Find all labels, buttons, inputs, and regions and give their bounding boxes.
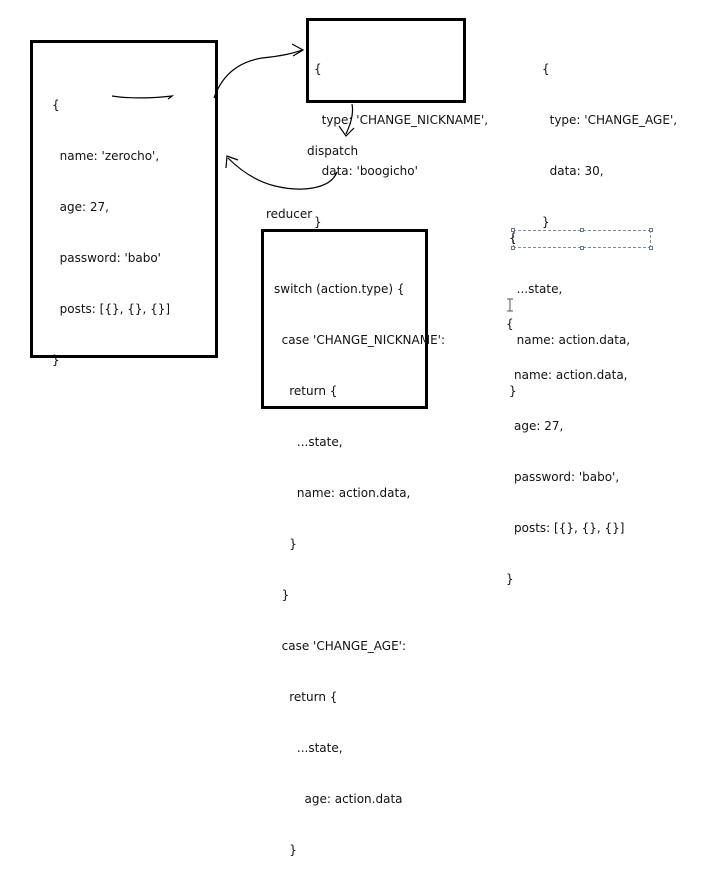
state-object: { name: 'zerocho', age: 27, password: 'b… [52,63,170,386]
drawing-layer [111,43,513,312]
state-line: age: 27, [52,200,109,214]
reducer-line: case 'CHANGE_AGE': [274,639,407,653]
spread-object: { ...state, name: action.data, } [509,196,630,417]
reducer-line: } [274,537,297,551]
action-age-object: { type: 'CHANGE_AGE', data: 30, } [542,27,677,248]
state-box [30,40,218,358]
state-line: posts: [{}, {}, {}] [52,302,171,316]
selection-handle[interactable] [511,228,515,232]
action-nickname-object: { type: 'CHANGE_NICKNAME', data: 'boogic… [314,27,488,248]
selection-handle[interactable] [580,228,584,232]
action-line: type: 'CHANGE_AGE', [542,113,678,127]
action-line: data: 30, [542,164,604,178]
reducer-line: case 'CHANGE_NICKNAME': [274,333,446,347]
reducer-label: reducer [266,207,313,221]
spread-line: } [509,384,517,398]
selection-handle[interactable] [649,228,653,232]
arrow-to-state [227,157,338,190]
action-line: type: 'CHANGE_NICKNAME', [314,113,489,127]
action-line: { [314,62,322,76]
arrowhead-icon [291,43,305,57]
arrow-to-dispatch [345,103,354,135]
reducer-line: age: action.data [274,792,403,806]
state-line: password: 'babo' [52,251,161,265]
state-line: { [52,98,60,112]
result-line: age: 27, [514,419,564,433]
spread-line: { [509,231,517,245]
reducer-line: ...state, [274,741,343,755]
reducer-line: switch (action.type) { [274,282,405,296]
reducer-line: name: action.data, [274,486,411,500]
result-line: name: action.data, [514,368,628,382]
spread-line: name: action.data, [509,333,631,347]
reducer-line: } [274,843,297,857]
handwritten-underline [111,95,175,100]
result-line: { [506,317,514,331]
reducer-box [261,229,428,409]
result-line: password: 'babo', [514,470,620,484]
result-line: } [506,572,514,586]
result-line: posts: [{}, {}, {}] [514,521,625,535]
selection-handle[interactable] [580,246,584,250]
action-line: } [542,215,550,229]
action-nickname-box [306,18,466,103]
arrowhead-icon [225,155,239,169]
state-line: } [52,353,60,367]
state-line: name: 'zerocho', [52,149,160,163]
reducer-line: } [274,588,290,602]
arrow-to-action [213,49,303,99]
dispatch-label: dispatch [307,144,359,158]
action-line: } [314,215,322,229]
selection-handle[interactable] [511,246,515,250]
action-line: { [542,62,550,76]
arrowhead-icon [338,125,355,137]
spread-line: ...state, [509,282,563,296]
action-line: data: 'boogicho' [314,164,418,178]
reducer-line: return { [274,690,338,704]
reducer-line: return { [274,384,338,398]
selection-handle[interactable] [649,246,653,250]
text-cursor-icon [507,298,513,312]
